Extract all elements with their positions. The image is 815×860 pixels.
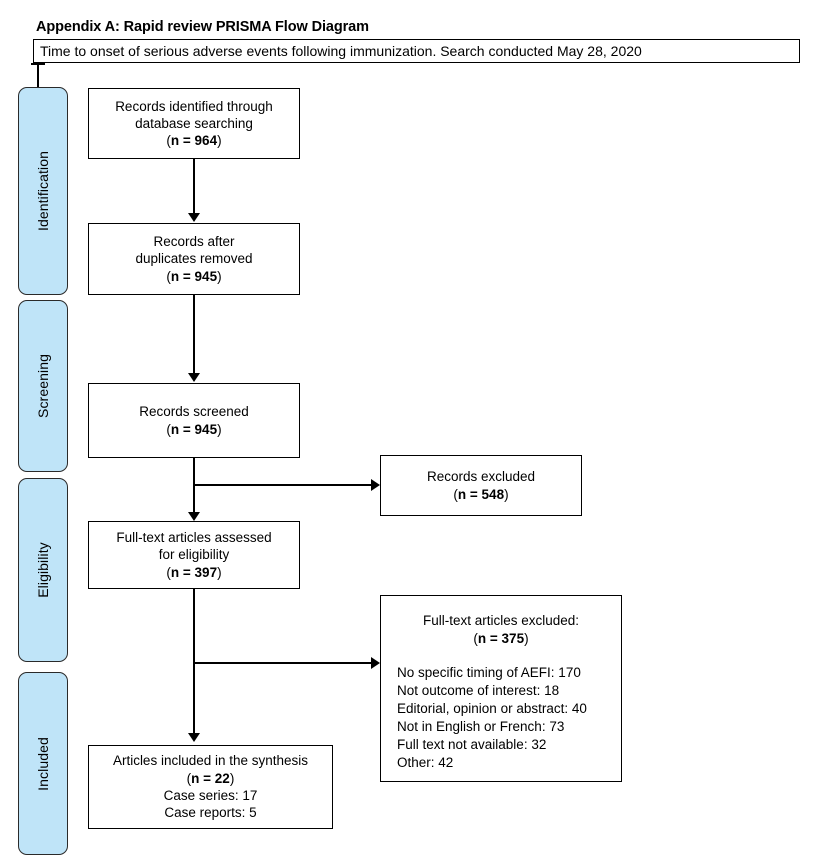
box-fulltext-excluded-line1: Full-text articles excluded:: [422, 613, 580, 628]
arrowhead-identified-to-dedup: [188, 213, 200, 222]
arrowhead-fulltext-to-fulltext-excluded: [371, 657, 380, 669]
box-fulltext-assessed-line1: Full-text articles assessed: [116, 530, 272, 546]
box-fulltext-assessed-line2: for eligibility: [158, 547, 230, 563]
page-title: Appendix A: Rapid review PRISMA Flow Dia…: [36, 19, 369, 35]
stage-band-included: Included: [18, 672, 68, 855]
box-fulltext-assessed: Full-text articles assessed for eligibil…: [88, 521, 300, 589]
box-articles-included-case-series: Case series: 17: [163, 788, 258, 803]
box-articles-included-case-reports: Case reports: 5: [164, 805, 257, 821]
box-records-screened: Records screened (n = 945): [88, 383, 300, 458]
arrowhead-dedup-to-screened: [188, 373, 200, 382]
header-connector-line: [37, 63, 39, 87]
list-item: No specific timing of AEFI: 170: [397, 665, 581, 681]
box-records-deduplicated-line2: duplicates removed: [135, 251, 253, 267]
box-fulltext-excluded-count: (n = 375): [473, 630, 529, 646]
list-item: Full text not available: 32: [397, 737, 547, 753]
box-records-identified-line2: database searching: [135, 115, 253, 131]
box-records-identified-count: (n = 964): [166, 133, 222, 149]
search-description-box: Time to onset of serious adverse events …: [33, 39, 800, 63]
stage-label-included: Included: [35, 736, 52, 791]
box-articles-included-count: (n = 22): [186, 770, 235, 786]
connector-screened-to-fulltext: [193, 458, 195, 514]
stage-label-identification: Identification: [35, 150, 52, 232]
search-description-text: Time to onset of serious adverse events …: [40, 43, 642, 59]
box-records-identified: Records identified through database sear…: [88, 88, 300, 159]
connector-fulltext-to-fulltext-excluded: [193, 662, 373, 664]
box-records-excluded-count: (n = 548): [453, 486, 509, 502]
arrowhead-screened-to-records-excluded: [371, 479, 380, 491]
connector-screened-to-records-excluded: [193, 484, 373, 486]
connector-dedup-to-screened: [193, 295, 195, 375]
stage-band-screening: Screening: [18, 300, 68, 472]
stage-label-screening: Screening: [35, 354, 52, 418]
box-articles-included: Articles included in the synthesis (n = …: [88, 745, 333, 829]
connector-identified-to-dedup: [193, 159, 195, 215]
arrowhead-fulltext-to-included: [188, 733, 200, 742]
box-records-deduplicated-count: (n = 945): [166, 268, 222, 284]
box-records-deduplicated: Records after duplicates removed (n = 94…: [88, 223, 300, 295]
box-fulltext-excluded: Full-text articles excluded: (n = 375) N…: [380, 595, 622, 782]
box-records-screened-line1: Records screened: [139, 404, 249, 420]
box-articles-included-line1: Articles included in the synthesis: [112, 753, 309, 769]
box-fulltext-assessed-count: (n = 397): [166, 564, 222, 580]
box-records-screened-count: (n = 945): [166, 421, 222, 437]
box-records-identified-line1: Records identified through: [115, 98, 273, 114]
list-item: Other: 42: [397, 755, 454, 771]
list-item: Not in English or French: 73: [397, 719, 565, 735]
arrowhead-screened-to-fulltext: [188, 512, 200, 521]
list-item: Not outcome of interest: 18: [397, 683, 560, 699]
box-records-excluded: Records excluded (n = 548): [380, 455, 582, 516]
box-records-excluded-line1: Records excluded: [426, 469, 536, 485]
stage-band-eligibility: Eligibility: [18, 478, 68, 662]
box-records-deduplicated-line1: Records after: [153, 234, 235, 250]
stage-band-identification: Identification: [18, 87, 68, 295]
stage-label-eligibility: Eligibility: [35, 542, 51, 598]
box-fulltext-excluded-reason-list: No specific timing of AEFI: 170 Not outc…: [381, 664, 621, 772]
box-fulltext-excluded-header: Full-text articles excluded: (n = 375): [381, 596, 621, 647]
list-item: Editorial, opinion or abstract: 40: [397, 701, 587, 717]
